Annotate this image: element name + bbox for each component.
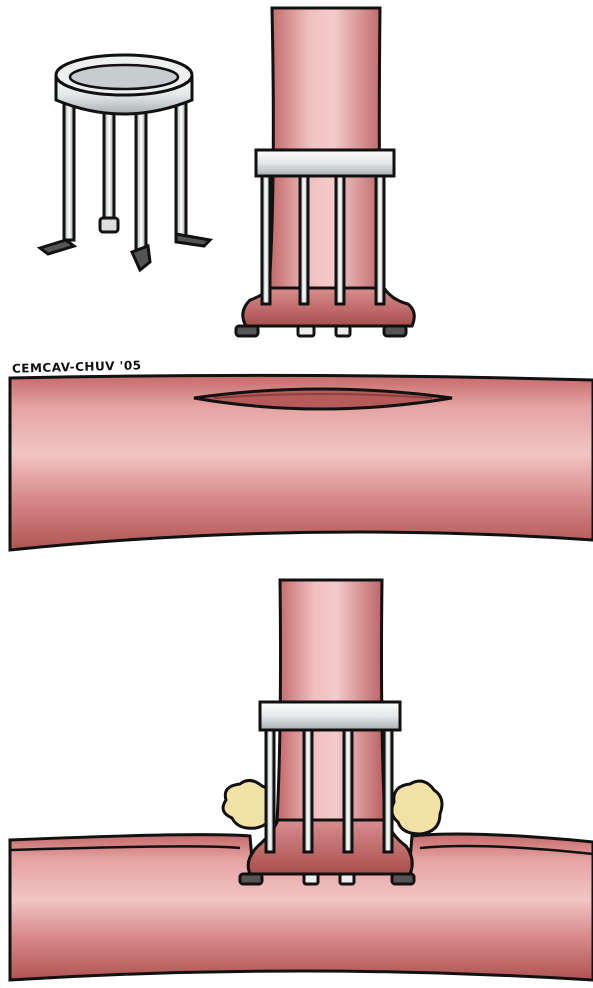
- device-leg: [304, 726, 312, 852]
- device-leg: [376, 172, 384, 304]
- device-foot: [384, 326, 406, 336]
- device-leg: [104, 110, 114, 222]
- device-leg: [136, 112, 146, 252]
- device-foot: [336, 326, 350, 336]
- device-foot: [304, 874, 318, 884]
- perivascular-tissue: [392, 781, 442, 834]
- device-ring-inner: [70, 65, 178, 89]
- device-leg: [344, 726, 352, 852]
- recipient-vessel-incision: [10, 375, 593, 550]
- device-foot: [298, 326, 314, 336]
- device-leg: [64, 100, 74, 240]
- device-ring: [260, 702, 400, 730]
- device-leg: [336, 172, 344, 304]
- anastomotic-device: [40, 55, 210, 270]
- device-leg: [262, 172, 270, 304]
- device-leg: [266, 726, 274, 852]
- device-foot: [176, 234, 210, 246]
- device-foot: [392, 874, 414, 884]
- device-leg: [176, 100, 186, 236]
- device-foot: [132, 246, 150, 270]
- device-foot: [240, 874, 262, 884]
- device-foot: [236, 326, 258, 336]
- device-leg: [300, 172, 308, 304]
- device-leg: [384, 726, 392, 852]
- device-foot: [100, 218, 118, 232]
- graft-mounted-device: [236, 8, 414, 336]
- device-ring: [256, 150, 394, 176]
- device-foot: [40, 240, 74, 254]
- completed-end-to-side-anastomosis: [10, 580, 593, 980]
- device-foot: [340, 874, 354, 884]
